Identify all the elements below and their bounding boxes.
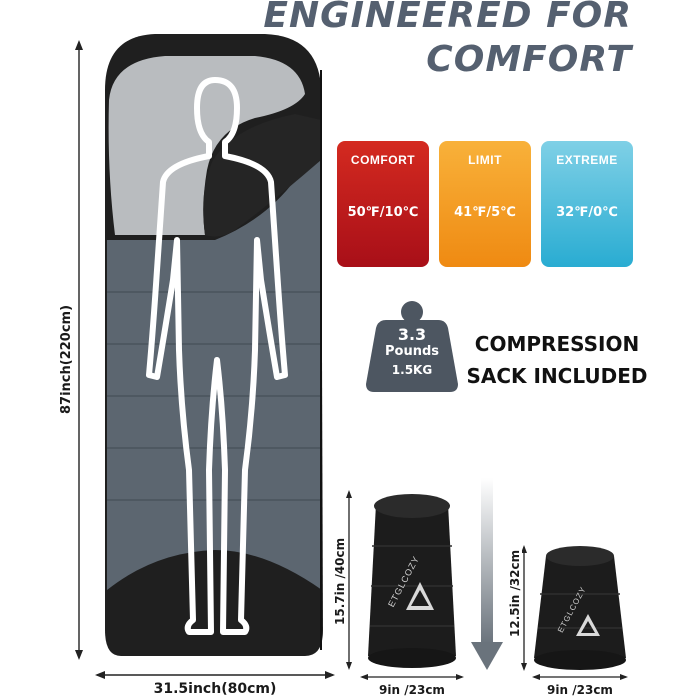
sack-small-width-arrow (532, 674, 628, 680)
width-arrow (95, 671, 335, 679)
temp-card-extreme: EXTREME 32℉/0℃ (541, 141, 633, 267)
sack-small-height-label: 12.5in /32cm (508, 546, 522, 640)
headline-line1: ENGINEERED FOR (263, 0, 632, 36)
temp-card-extreme-value: 32℉/0℃ (556, 205, 618, 220)
sack-large-height-arrow (346, 490, 352, 670)
temp-card-comfort-label: COMFORT (350, 153, 416, 167)
compression-line2: SACK INCLUDED (466, 364, 648, 388)
temp-card-limit: LIMIT 41℉/5℃ (439, 141, 531, 267)
temp-card-limit-label: LIMIT (468, 153, 502, 167)
weight-value: 3.3 (397, 325, 427, 344)
sleeping-bag (105, 34, 323, 656)
compression-arrow (471, 478, 503, 670)
stuff-sack-small (534, 546, 626, 670)
weight-kg: 1.5KG (391, 363, 433, 377)
sack-large-width-label: 9in /23cm (379, 683, 445, 697)
headline-line2: COMFORT (426, 39, 632, 80)
width-label: 31.5inch(80cm) (153, 681, 277, 697)
sack-small-height-arrow (521, 545, 527, 671)
compression-line1: COMPRESSION (474, 332, 640, 356)
sack-large-width-arrow (360, 674, 464, 680)
length-label: 87inch(220cm) (59, 300, 74, 418)
compression-text: COMPRESSION SACK INCLUDED (462, 328, 652, 392)
temp-card-comfort: COMFORT 50℉/10℃ (337, 141, 429, 267)
length-arrow (75, 40, 83, 660)
sack-large-height-label: 15.7in /40cm (333, 534, 347, 628)
weight-pounds: Pounds (384, 344, 439, 359)
sack-small-width-label: 9in /23cm (547, 683, 613, 697)
temp-card-comfort-value: 50℉/10℃ (347, 205, 419, 220)
temp-card-extreme-label: EXTREME (556, 153, 618, 167)
headline: ENGINEERED FOR COMFORT (212, 0, 632, 82)
weight-icon (366, 301, 458, 392)
stuff-sack-large (368, 494, 456, 668)
temp-card-limit-value: 41℉/5℃ (454, 205, 516, 220)
